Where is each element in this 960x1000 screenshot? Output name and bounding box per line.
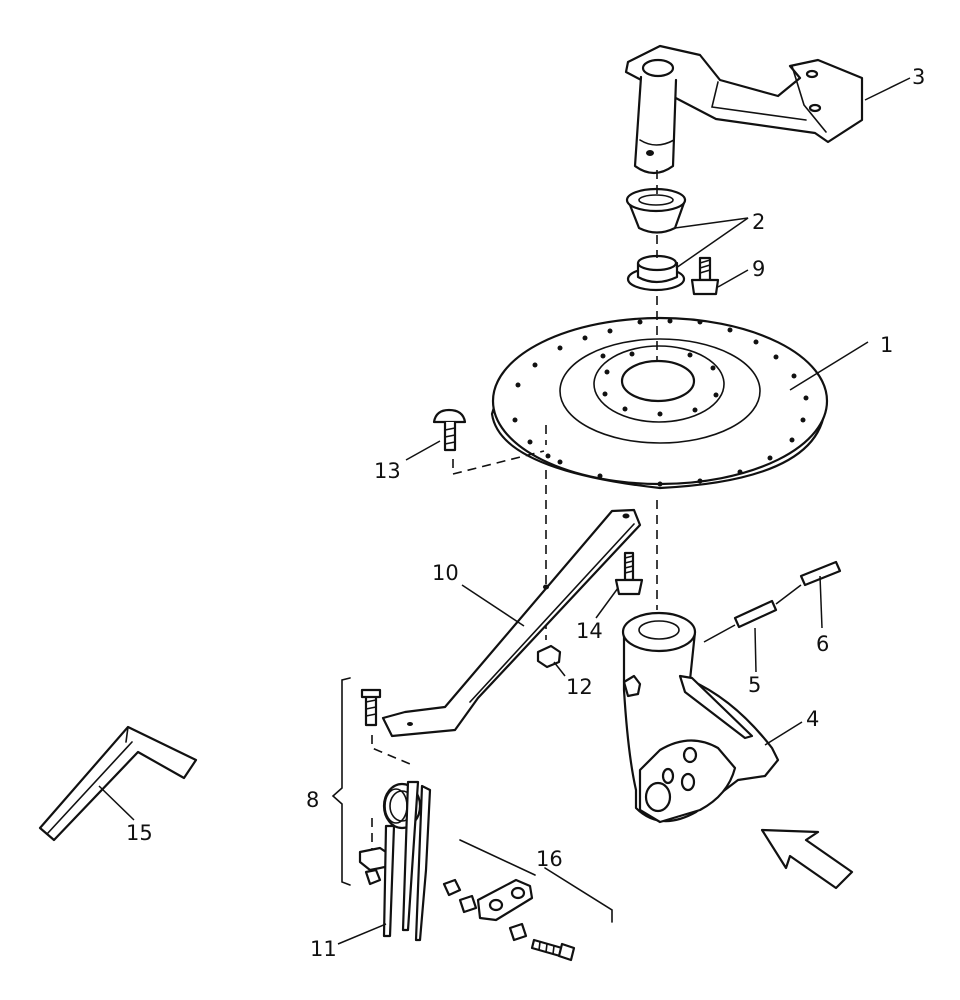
part-11-spring-tine	[382, 824, 396, 938]
part-1-disc	[490, 316, 829, 490]
part-5-pin	[733, 599, 778, 629]
part-9-bolt	[690, 256, 720, 296]
callout-5: 5	[748, 673, 761, 697]
part-14-bolt	[614, 551, 644, 596]
callout-2: 2	[752, 210, 765, 234]
part-15-angle-profile	[38, 725, 198, 842]
callout-15: 15	[126, 821, 153, 845]
part-16-clamp-assembly	[442, 839, 613, 962]
callout-4: 4	[806, 707, 819, 731]
callout-16: 16	[536, 847, 563, 871]
callout-12: 12	[566, 675, 593, 699]
arrow-icon	[760, 828, 854, 890]
part-6-pin	[799, 560, 842, 587]
callout-11: 11	[310, 937, 337, 961]
callout-6: 6	[816, 632, 829, 656]
part-10-support-arm	[381, 508, 642, 738]
part-12-nut	[536, 644, 562, 669]
callout-14: 14	[576, 619, 603, 643]
part-8-spring-tine-assembly	[331, 677, 432, 942]
callout-9: 9	[752, 257, 765, 281]
callout-8: 8	[306, 788, 319, 812]
callout-3: 3	[912, 65, 925, 89]
part-2-bushings	[625, 187, 687, 292]
callout-13: 13	[374, 459, 401, 483]
callout-10: 10	[432, 561, 459, 585]
part-4-elbow-housing	[621, 611, 780, 824]
callout-1: 1	[880, 333, 893, 357]
part-3-bracket	[624, 44, 864, 175]
